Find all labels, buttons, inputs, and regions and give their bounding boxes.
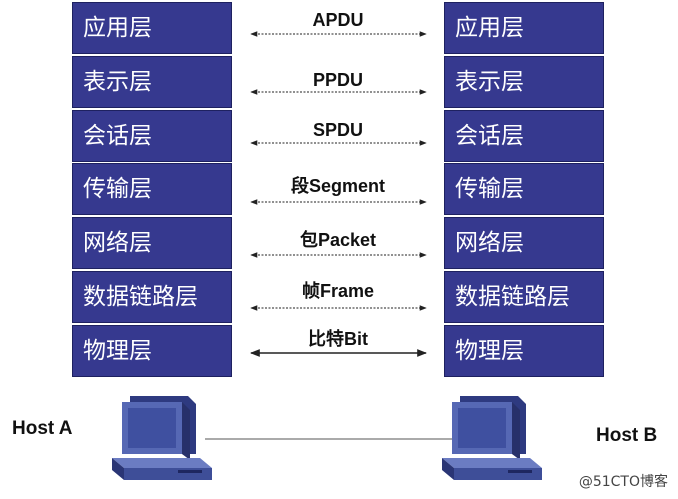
host-a-computer-icon bbox=[112, 396, 212, 480]
layer-physical-a: 物理层 bbox=[72, 324, 232, 377]
pdu-label-network: 包Packet bbox=[299, 230, 377, 250]
pdu-label-transport: 段Segment bbox=[290, 176, 386, 196]
host-a-label: Host A bbox=[12, 418, 73, 439]
layer-application-b: 应用层 bbox=[444, 2, 604, 54]
pdu-label-session: SPDU bbox=[312, 120, 363, 140]
pdu-label-physical: 比特Bit bbox=[308, 329, 368, 349]
pdu-label-presentation: PPDU bbox=[312, 70, 363, 90]
layer-datalink-b: 数据链路层 bbox=[444, 270, 604, 323]
host-b-stack: 应用层 表示层 会话层 传输层 网络层 数据链路层 物理层 bbox=[444, 2, 604, 379]
layer-presentation-b: 表示层 bbox=[444, 55, 604, 108]
layer-presentation-a: 表示层 bbox=[72, 55, 232, 108]
host-b-label: Host B bbox=[596, 425, 658, 446]
layer-session-b: 会话层 bbox=[444, 109, 604, 162]
pdu-label-application: APDU bbox=[312, 10, 364, 30]
layer-network-b: 网络层 bbox=[444, 217, 604, 270]
layer-datalink-a: 数据链路层 bbox=[72, 270, 232, 323]
layer-session-a: 会话层 bbox=[72, 109, 232, 162]
pdu-label-datalink: 帧Frame bbox=[301, 281, 375, 301]
host-b-computer-icon bbox=[442, 396, 542, 480]
layer-application-a: 应用层 bbox=[72, 2, 232, 54]
watermark: @51CTO博客 bbox=[578, 474, 668, 490]
layer-transport-a: 传输层 bbox=[72, 163, 232, 216]
layer-physical-b: 物理层 bbox=[444, 324, 604, 377]
host-a-stack: 应用层 表示层 会话层 传输层 网络层 数据链路层 物理层 bbox=[72, 2, 232, 379]
layer-transport-b: 传输层 bbox=[444, 163, 604, 216]
layer-network-a: 网络层 bbox=[72, 217, 232, 270]
